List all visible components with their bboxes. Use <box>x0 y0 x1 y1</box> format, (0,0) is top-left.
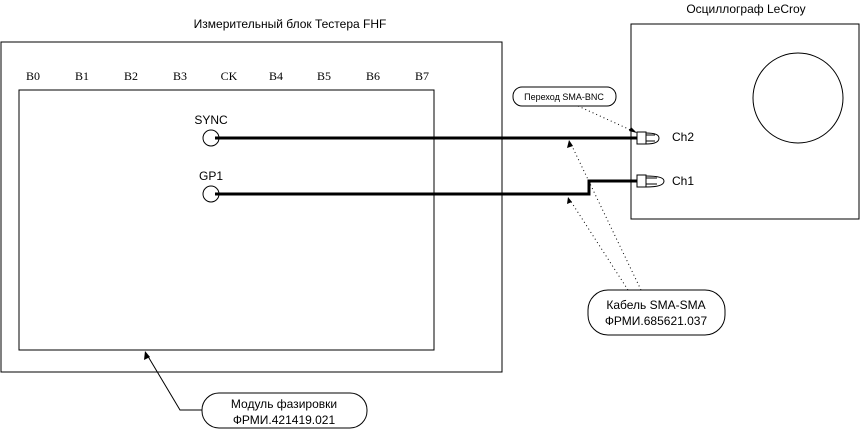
oscilloscope-box <box>630 23 860 220</box>
cable-leader-line-gp1 <box>569 199 629 291</box>
sync-label: SYNC <box>194 113 228 127</box>
ch2-connector-icon <box>636 131 660 145</box>
cable-arrowhead-sync-icon <box>567 140 573 148</box>
pin-label-b4: B4 <box>269 69 283 83</box>
tester-outer-box <box>0 41 503 373</box>
module-arrowhead-icon <box>144 351 150 360</box>
adapter-callout-text: Переход SMA-BNC <box>524 92 604 102</box>
pin-label-b5: B5 <box>317 69 331 83</box>
cable-callout-line2: ФРМИ.685621.037 <box>605 314 708 328</box>
cable-arrowhead-gp1-icon <box>567 197 572 204</box>
pin-label-b3: B3 <box>173 69 187 83</box>
oscilloscope-screen-icon <box>752 52 844 144</box>
adapter-callout-box <box>512 86 617 107</box>
pin-label-b2: B2 <box>124 69 138 83</box>
cable-gp1-to-ch1 <box>215 179 637 196</box>
cable-leader-line-sync <box>570 143 642 291</box>
pin-labels: B0 B1 B2 B3 CK B4 B5 B6 B7 <box>26 69 429 83</box>
cable-callout-box <box>587 289 726 336</box>
gp1-label: GP1 <box>199 169 223 183</box>
adapter-leader-line <box>577 105 636 133</box>
pin-label-b1: B1 <box>75 69 89 83</box>
phasing-module-box <box>18 89 435 351</box>
pin-label-b0: B0 <box>26 69 40 83</box>
tester-title: Измерительный блок Тестера FHF <box>194 17 387 31</box>
module-leader-line <box>145 352 202 411</box>
pin-label-b6: B6 <box>366 69 380 83</box>
module-callout-line1: Модуль фазировки <box>231 397 337 411</box>
ch1-label: Ch1 <box>672 174 694 188</box>
cable-callout-line1: Кабель SMA-SMA <box>606 298 705 312</box>
oscilloscope-title: Осциллограф LeCroy <box>686 2 805 16</box>
pin-label-ck: CK <box>221 69 238 83</box>
ch1-connector-icon <box>636 174 665 188</box>
module-callout-line2: ФРМИ.421419.021 <box>233 413 336 427</box>
pin-label-b7: B7 <box>415 69 429 83</box>
ch2-label: Ch2 <box>672 130 694 144</box>
adapter-arrowhead-icon <box>629 127 637 133</box>
